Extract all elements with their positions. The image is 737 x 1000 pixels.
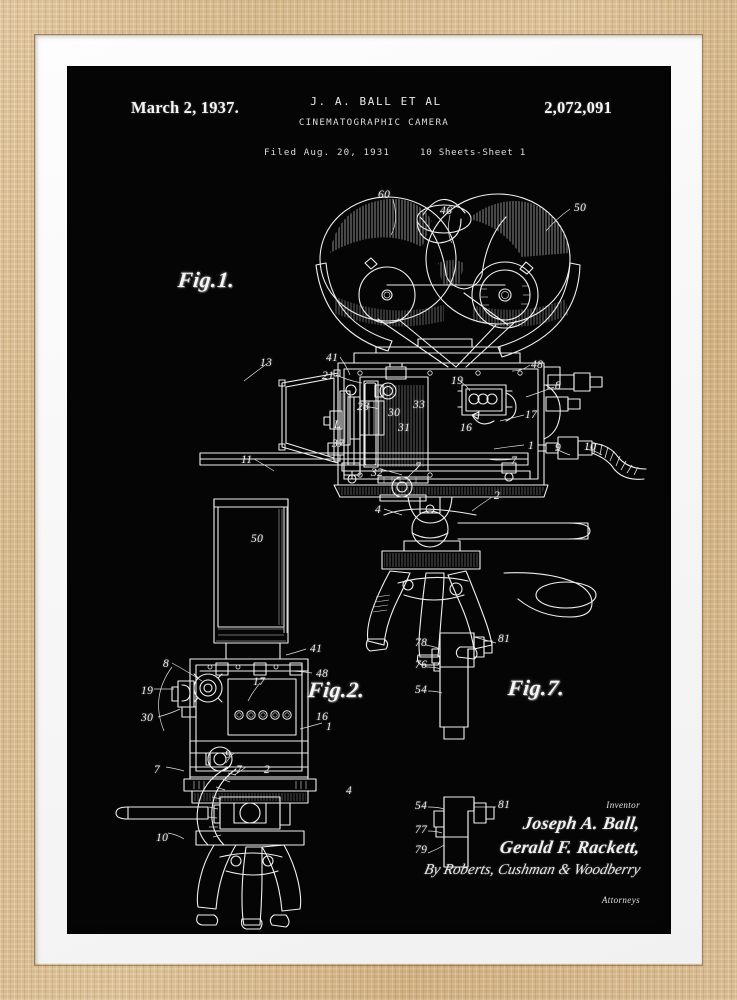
numeral: 7 — [511, 455, 518, 467]
sheet-count: 10 Sheets-Sheet 1 — [420, 147, 526, 158]
numeral: 7 — [236, 764, 243, 776]
numeral: 50 — [574, 202, 587, 214]
numeral: 10 — [156, 832, 169, 844]
numeral: 50 — [251, 533, 264, 545]
numeral: 2 — [494, 490, 501, 502]
numeral: 54 — [415, 800, 428, 812]
numeral: 41 — [310, 643, 323, 655]
numeral: 76 — [415, 659, 428, 671]
filing-date: Filed Aug. 20, 1931 — [264, 147, 390, 158]
numeral: 19 — [141, 685, 154, 697]
fig7-section-upper — [432, 633, 492, 739]
numeral: 21 — [322, 370, 335, 382]
numeral: 19 — [451, 375, 464, 387]
leader-lines — [154, 199, 602, 853]
numeral: 78 — [415, 637, 428, 649]
numeral: 77 — [415, 824, 428, 836]
numeral: 32 — [371, 467, 384, 479]
patent-header: March 2, 1937. 2,072,091 J. A. BALL ET A… — [68, 67, 670, 177]
numeral: 1 — [528, 440, 535, 452]
numeral: 9 — [225, 749, 232, 761]
numeral: 79 — [415, 844, 428, 856]
numeral: 30 — [388, 407, 401, 419]
numeral: 46 — [440, 205, 453, 217]
numeral: 7 — [415, 461, 422, 473]
numeral: 48 — [316, 668, 329, 680]
numeral: 16 — [460, 422, 473, 434]
numeral: 1 — [326, 721, 333, 733]
numeral: 54 — [415, 684, 428, 696]
figure-label-fig2: Fig.2. — [306, 677, 367, 702]
attorneys-label: Attorneys — [601, 895, 640, 905]
numeral: 16 — [316, 711, 329, 723]
patent-date: March 2, 1937. — [131, 98, 239, 117]
numeral: 11 — [241, 454, 253, 466]
numeral: 13 — [260, 357, 273, 369]
figure-label-fig1: Fig.1. — [176, 267, 237, 292]
numeral: 60 — [378, 189, 391, 201]
numeral: 48 — [531, 359, 544, 371]
numeral: 30 — [141, 712, 154, 724]
inventor-line: J. A. BALL ET AL — [310, 95, 442, 108]
numeral: 8 — [163, 658, 170, 670]
patent-print: March 2, 1937. 2,072,091 J. A. BALL ET A… — [68, 67, 670, 933]
attorney-signature: By Roberts, Cushman & Woodberry — [422, 862, 642, 878]
numeral: 4 — [375, 504, 382, 516]
inventor-signature-2: Gerald F. Rackett, — [498, 837, 642, 857]
numeral: 8 — [555, 380, 562, 392]
numeral: 37 — [332, 438, 345, 450]
fig1-magazine — [316, 194, 580, 367]
numeral: 17 — [253, 676, 266, 688]
numeral: 9 — [555, 442, 562, 454]
numeral: 2 — [264, 764, 271, 776]
numeral: 41 — [326, 352, 339, 364]
numeral: 17 — [525, 409, 538, 421]
numeral: 81 — [498, 633, 511, 645]
patent-number: 2,072,091 — [544, 98, 612, 117]
numeral: 31 — [398, 422, 411, 434]
patent-sheet: March 2, 1937. 2,072,091 J. A. BALL ET A… — [68, 67, 670, 933]
numeral: L — [334, 419, 341, 431]
figure-label-fig7: Fig.7. — [506, 675, 567, 700]
signature-block: Inventor Joseph A. Ball, Gerald F. Racke… — [340, 800, 642, 905]
patent-title: CINEMATOGRAPHIC CAMERA — [298, 117, 450, 128]
numeral: 10 — [584, 441, 597, 453]
inventor-label: Inventor — [606, 800, 640, 810]
numeral: 81 — [498, 799, 511, 811]
numeral: 7 — [154, 764, 161, 776]
fig1-lens — [200, 370, 528, 483]
numeral: 4 — [346, 785, 353, 797]
numeral: 33 — [413, 399, 426, 411]
inventor-signature-1: Joseph A. Ball, — [521, 813, 642, 833]
numeral: 28 — [357, 401, 370, 413]
fig1-tripod — [366, 497, 596, 665]
header-center-block: J. A. BALL ET AL CINEMATOGRAPHIC CAMERA — [68, 95, 670, 128]
